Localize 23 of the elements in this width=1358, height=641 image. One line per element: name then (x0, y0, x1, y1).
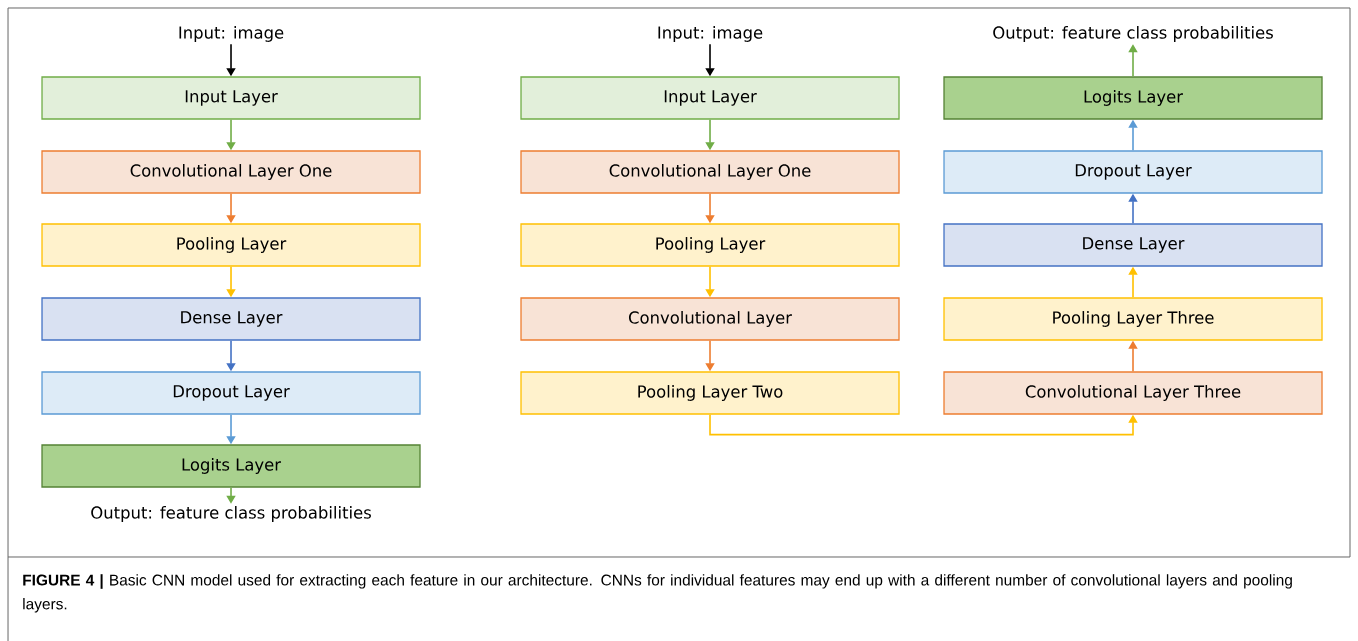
layer-box: Logits Layer (41, 444, 421, 488)
io-label: Input: image (179, 26, 284, 42)
layer-box: Pooling Layer (41, 223, 421, 267)
layer-box: Convolutional Layer One (41, 150, 421, 194)
layer-box: Convolutional Layer (520, 297, 900, 341)
layer-box: Input Layer (520, 76, 900, 120)
layer-box: Dropout Layer (943, 150, 1323, 194)
layer-box: Dense Layer (943, 223, 1323, 267)
io-label: Output: feature class probabilities (993, 26, 1273, 42)
layer-box: Dropout Layer (41, 371, 421, 415)
layer-box: Input Layer (41, 76, 421, 120)
layer-box: Pooling Layer Two (520, 371, 900, 415)
arrow (1128, 44, 1138, 78)
arrow (709, 413, 1138, 436)
layer-box: Dense Layer (41, 297, 421, 341)
layer-box: Convolutional Layer One (520, 150, 900, 194)
io-label: Output: feature class probabilities (91, 506, 371, 522)
layer-box: Convolutional Layer Three (943, 371, 1323, 415)
caption: FIGURE 4 | Basic CNN model used for extracting each feature in our architecture. CNNs for individual features may end up with a different number of convolutional layers and pooling layers. (23, 574, 1292, 613)
layer-box: Logits Layer (943, 76, 1323, 120)
io-label: Input: image (658, 26, 763, 42)
layer-box: Pooling Layer (520, 223, 900, 267)
layer-box: Pooling Layer Three (943, 297, 1323, 341)
